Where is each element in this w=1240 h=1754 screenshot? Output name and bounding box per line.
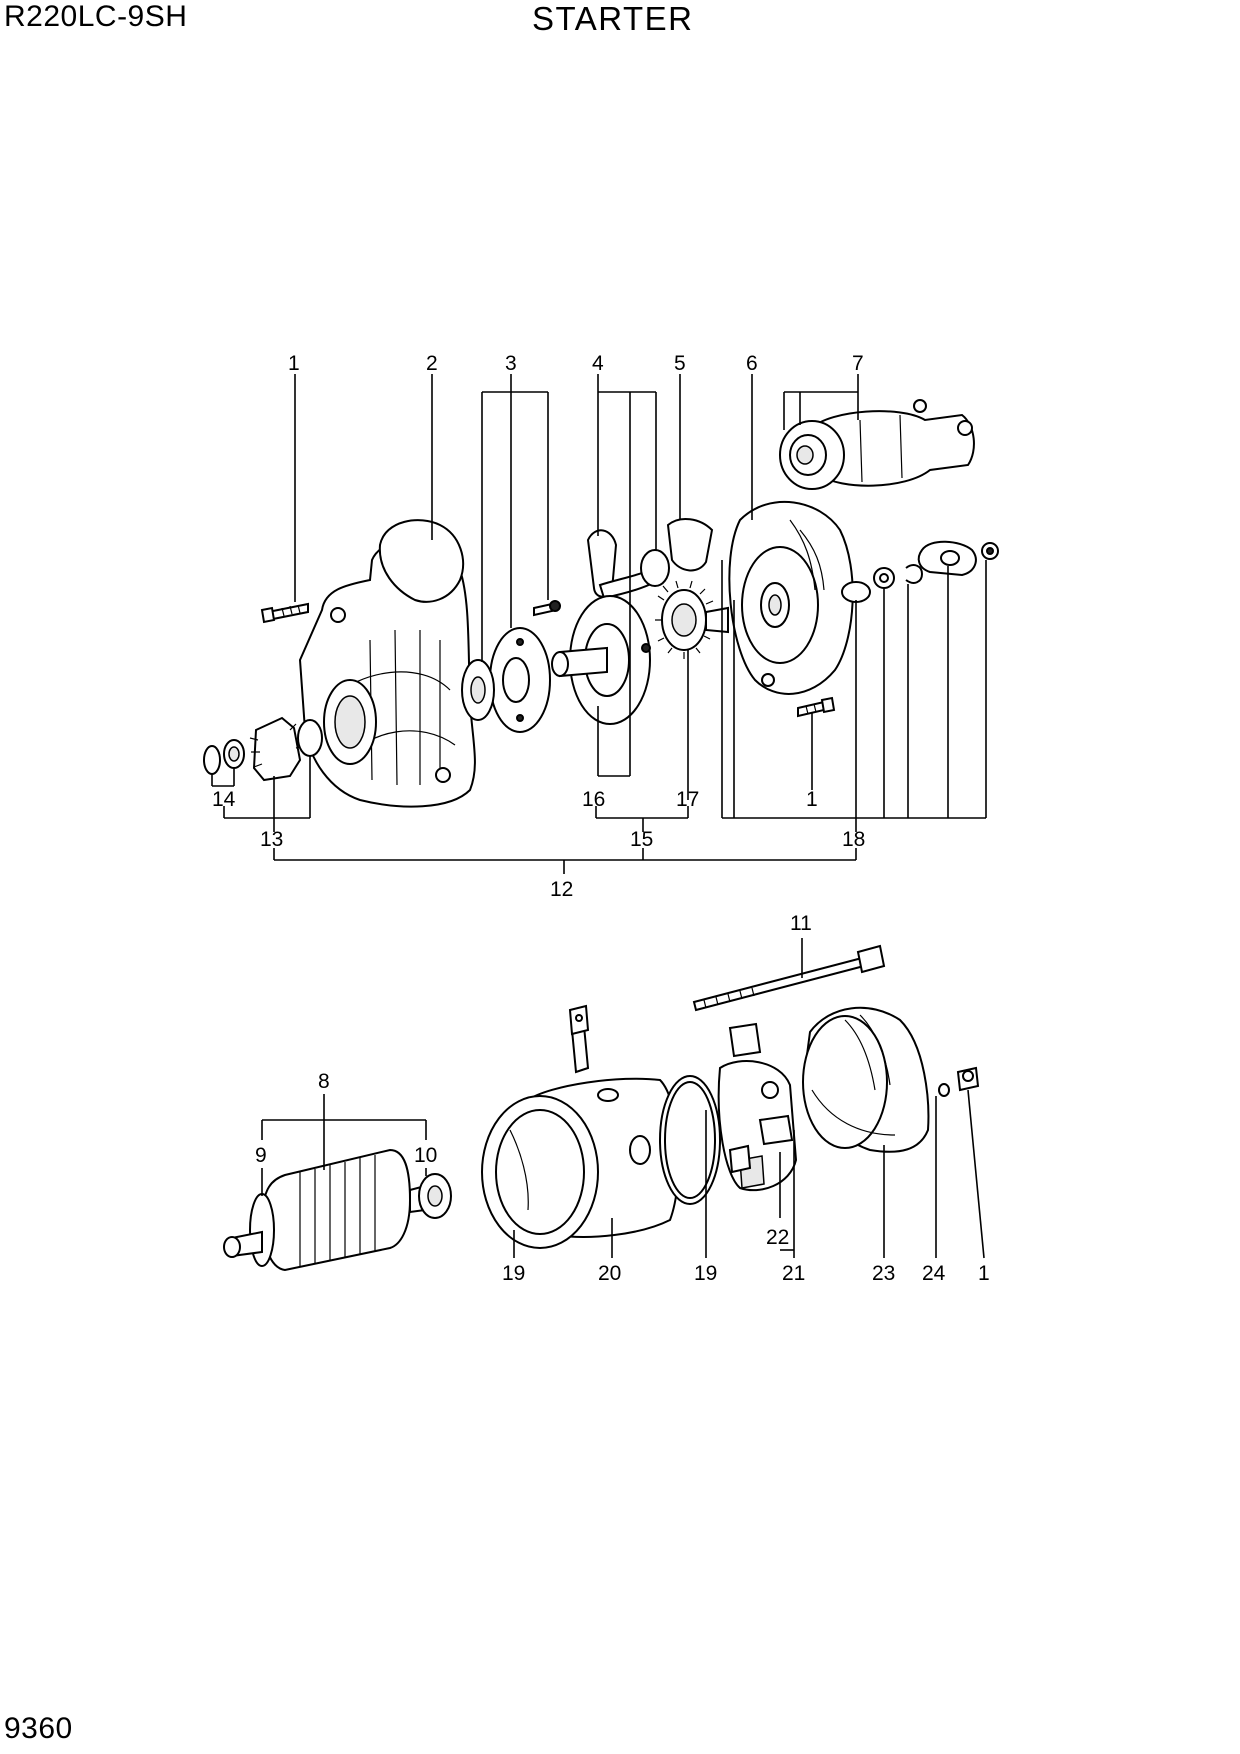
callout-7: 7 <box>852 352 864 375</box>
callout-19-left: 19 <box>502 1262 525 1285</box>
part-through-bolt <box>692 944 886 1012</box>
part-drive-pinion <box>249 716 323 782</box>
part-rear-cover <box>802 1006 930 1153</box>
part-armature <box>223 1148 426 1272</box>
part-brush-holder <box>717 1022 798 1192</box>
part-solenoid <box>779 399 975 490</box>
callout-22: 22 <box>766 1226 789 1249</box>
part-rubber-piece <box>666 518 714 572</box>
callout-3: 3 <box>505 352 517 375</box>
callout-17: 17 <box>676 788 699 811</box>
part-bearing <box>418 1173 452 1219</box>
callout-12: 12 <box>550 878 573 901</box>
callout-1-lower: 1 <box>978 1262 990 1285</box>
callout-24: 24 <box>922 1262 946 1285</box>
callout-13: 13 <box>260 828 283 851</box>
part-washer-screw <box>938 1066 980 1097</box>
part-bolt-lower <box>797 696 836 718</box>
callout-1-middle: 1 <box>806 788 818 811</box>
callout-16: 16 <box>582 788 605 811</box>
callout-19-right: 19 <box>694 1262 717 1285</box>
callout-2: 2 <box>426 352 438 375</box>
callout-6: 6 <box>746 352 758 375</box>
callout-11: 11 <box>790 912 812 935</box>
part-o-ring <box>659 1075 721 1205</box>
page-title: STARTER <box>532 0 694 37</box>
callout-labels: 1 2 3 4 5 6 7 14 13 16 17 1 15 18 12 11 … <box>212 352 990 1285</box>
callout-20: 20 <box>598 1262 621 1285</box>
callout-23: 23 <box>872 1262 895 1285</box>
callout-18: 18 <box>842 828 865 851</box>
part-pinion-gear <box>655 580 729 659</box>
leader-lines <box>211 374 987 1259</box>
callout-8: 8 <box>318 1070 330 1093</box>
callout-15: 15 <box>630 828 653 851</box>
part-bolt-1 <box>260 602 309 624</box>
part-washer-set <box>841 540 999 603</box>
part-stop-ring <box>203 739 245 775</box>
part-shift-lever <box>586 529 670 600</box>
callout-21: 21 <box>782 1262 805 1285</box>
part-clutch <box>551 595 651 725</box>
part-small-screw <box>533 600 561 617</box>
page-number: 9360 <box>4 1712 73 1745</box>
model-number: R220LC-9SH <box>4 0 188 33</box>
callout-9: 9 <box>255 1144 267 1167</box>
callout-1-top: 1 <box>288 352 300 375</box>
part-yoke <box>481 1004 680 1249</box>
callout-5: 5 <box>674 352 686 375</box>
part-bearing-plate <box>461 627 551 733</box>
part-gear-housing <box>728 500 854 695</box>
callout-14: 14 <box>212 788 236 811</box>
part-drive-housing <box>298 519 476 808</box>
callout-4: 4 <box>592 352 604 375</box>
callout-10: 10 <box>414 1144 437 1167</box>
